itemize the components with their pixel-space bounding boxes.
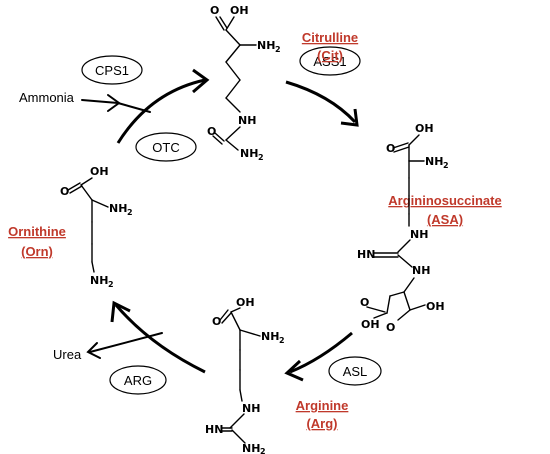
svg-text:O: O (60, 185, 69, 198)
svg-text:NH: NH (261, 330, 279, 343)
argininosuccinate-structure: O OH NH 2 NH HN NH O OH O OH (357, 122, 449, 334)
svg-text:OH: OH (426, 300, 445, 313)
svg-text:O: O (386, 142, 395, 155)
svg-text:2: 2 (279, 336, 285, 345)
ass1-label: ASS1 (313, 54, 346, 69)
asa-name: Argininosuccinate (388, 193, 501, 208)
cps1-label: CPS1 (95, 63, 129, 78)
asa-abbr: (ASA) (427, 212, 463, 227)
arg-label: ARG (124, 373, 152, 388)
cps1-ellipse (81, 55, 143, 85)
urea-label: Urea (53, 347, 82, 362)
svg-text:2: 2 (258, 153, 264, 162)
svg-text:O: O (360, 296, 369, 309)
ass1-arrowhead (340, 108, 359, 127)
ass1-arc (285, 80, 357, 124)
asl-label: ASL (343, 364, 368, 379)
svg-text:2: 2 (108, 280, 114, 289)
svg-text:OH: OH (361, 318, 380, 331)
arginine-abbr: (Arg) (306, 416, 337, 431)
svg-text:2: 2 (260, 447, 266, 454)
arg-ellipse (109, 365, 167, 395)
ornithine-abbr: (Orn) (21, 244, 53, 259)
citrulline-name: Citrulline (302, 30, 358, 45)
svg-text:OH: OH (415, 122, 434, 135)
otc-arc (116, 78, 206, 144)
svg-text:NH: NH (240, 147, 258, 160)
citrulline-structure: O OH NH 2 NH O NH 2 (207, 4, 281, 162)
ammonia-label: Ammonia (19, 90, 75, 105)
svg-text:NH: NH (109, 202, 127, 215)
svg-text:NH: NH (238, 114, 256, 127)
cps1-join (117, 102, 151, 113)
svg-text:HN: HN (205, 423, 223, 436)
svg-text:2: 2 (275, 45, 281, 54)
citrulline-abbr: (Cit) (317, 48, 343, 63)
svg-text:NH: NH (90, 274, 108, 287)
svg-text:OH: OH (90, 165, 109, 178)
asl-arrowhead (284, 359, 304, 382)
svg-text:O: O (210, 4, 219, 17)
svg-text:O: O (207, 125, 216, 138)
ornithine-structure: O OH NH 2 NH 2 (60, 165, 133, 289)
arginine-structure: O OH NH 2 NH HN NH 2 (205, 296, 285, 454)
ass1-ellipse (299, 46, 361, 76)
arg-arc (114, 304, 206, 374)
asl-arc (289, 331, 353, 374)
svg-text:2: 2 (443, 161, 449, 170)
otc-ellipse (135, 132, 197, 162)
svg-text:NH: NH (242, 402, 260, 415)
svg-text:NH: NH (410, 228, 428, 241)
otc-arrowhead (192, 68, 210, 94)
svg-text:O: O (212, 315, 221, 328)
svg-text:O: O (386, 321, 395, 334)
ornithine-name: Ornithine (8, 224, 66, 239)
svg-text:OH: OH (236, 296, 255, 309)
urea-arrowhead (86, 342, 101, 359)
svg-text:NH: NH (412, 264, 430, 277)
svg-text:2: 2 (127, 208, 133, 217)
svg-text:NH: NH (257, 39, 275, 52)
arginine-name: Arginine (296, 398, 349, 413)
svg-text:HN: HN (357, 248, 375, 261)
svg-text:NH: NH (425, 155, 443, 168)
svg-text:NH: NH (242, 442, 260, 454)
otc-label: OTC (152, 140, 179, 155)
urea-arrow (89, 332, 163, 353)
svg-text:OH: OH (230, 4, 249, 17)
asl-ellipse (328, 356, 382, 386)
arg-arrowhead (110, 300, 131, 323)
ammonia-arrow (81, 99, 119, 104)
